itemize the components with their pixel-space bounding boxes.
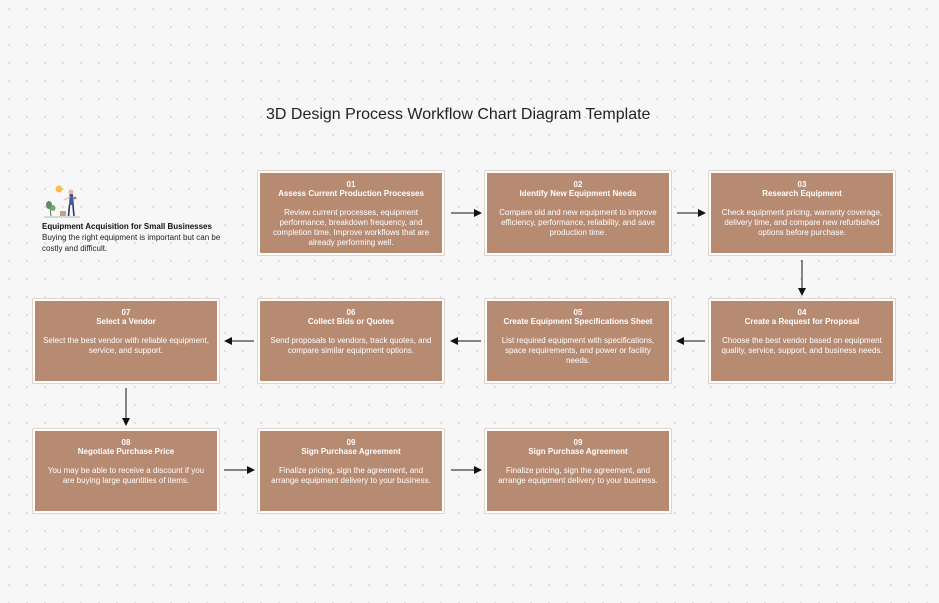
step-card-06[interactable]: 06 Collect Bids or Quotes Send proposals… bbox=[258, 299, 444, 383]
step-description: Check equipment pricing, warranty covera… bbox=[721, 208, 883, 237]
step-title: Negotiate Purchase Price bbox=[77, 447, 175, 456]
step-number: 03 bbox=[797, 180, 807, 189]
step-number: 06 bbox=[346, 308, 356, 317]
step-card-01[interactable]: 01 Assess Current Production Processes R… bbox=[258, 171, 444, 255]
step-description: Send proposals to vendors, track quotes,… bbox=[270, 336, 432, 355]
step-number: 08 bbox=[121, 438, 131, 447]
step-number: 09 bbox=[573, 438, 583, 447]
step-title: Sign Purchase Agreement bbox=[301, 447, 401, 456]
step-card-03[interactable]: 03 Research Equipment Check equipment pr… bbox=[709, 171, 895, 255]
step-title: Research Equipment bbox=[762, 189, 842, 198]
page-title: 3D Design Process Workflow Chart Diagram… bbox=[266, 106, 651, 123]
step-card-07[interactable]: 07 Select a Vendor Select the best vendo… bbox=[33, 299, 219, 383]
step-number: 05 bbox=[573, 308, 583, 317]
step-number: 07 bbox=[121, 308, 131, 317]
step-description: You may be able to receive a discount if… bbox=[47, 466, 205, 485]
step-title: Create a Request for Proposal bbox=[744, 317, 860, 326]
intro-heading: Equipment Acquisition for Small Business… bbox=[42, 222, 212, 231]
step-card-09[interactable]: 09 Sign Purchase Agreement Finalize pric… bbox=[258, 429, 444, 513]
step-number: 09 bbox=[346, 438, 356, 447]
step-description: Review current processes, equipment perf… bbox=[272, 208, 430, 247]
step-description: Finalize pricing, sign the agreement, an… bbox=[271, 466, 431, 485]
step-number: 01 bbox=[346, 180, 356, 189]
business-illustration-icon bbox=[44, 185, 80, 218]
step-title: Sign Purchase Agreement bbox=[528, 447, 628, 456]
step-title: Select a Vendor bbox=[96, 317, 156, 326]
step-number: 02 bbox=[573, 180, 583, 189]
step-title: Create Equipment Specifications Sheet bbox=[503, 317, 653, 326]
step-number: 04 bbox=[797, 308, 807, 317]
step-title: Collect Bids or Quotes bbox=[307, 317, 395, 326]
step-card-10[interactable]: 09 Sign Purchase Agreement Finalize pric… bbox=[485, 429, 671, 513]
step-title: Assess Current Production Processes bbox=[278, 189, 424, 198]
step-card-08[interactable]: 08 Negotiate Purchase Price You may be a… bbox=[33, 429, 219, 513]
step-description: Choose the best vendor based on equipmen… bbox=[721, 336, 883, 355]
step-card-04[interactable]: 04 Create a Request for Proposal Choose … bbox=[709, 299, 895, 383]
intro-description: Buying the right equipment is important … bbox=[42, 233, 221, 253]
step-description: List required equipment with specificati… bbox=[501, 336, 655, 365]
step-description: Compare old and new equipment to improve… bbox=[499, 208, 657, 237]
step-title: Identify New Equipment Needs bbox=[519, 189, 637, 198]
intro-panel: Equipment Acquisition for Small Business… bbox=[42, 183, 232, 254]
step-card-02[interactable]: 02 Identify New Equipment Needs Compare … bbox=[485, 171, 671, 255]
step-description: Select the best vendor with reliable equ… bbox=[43, 336, 209, 355]
step-description: Finalize pricing, sign the agreement, an… bbox=[498, 466, 658, 485]
step-card-05[interactable]: 05 Create Equipment Specifications Sheet… bbox=[485, 299, 671, 383]
